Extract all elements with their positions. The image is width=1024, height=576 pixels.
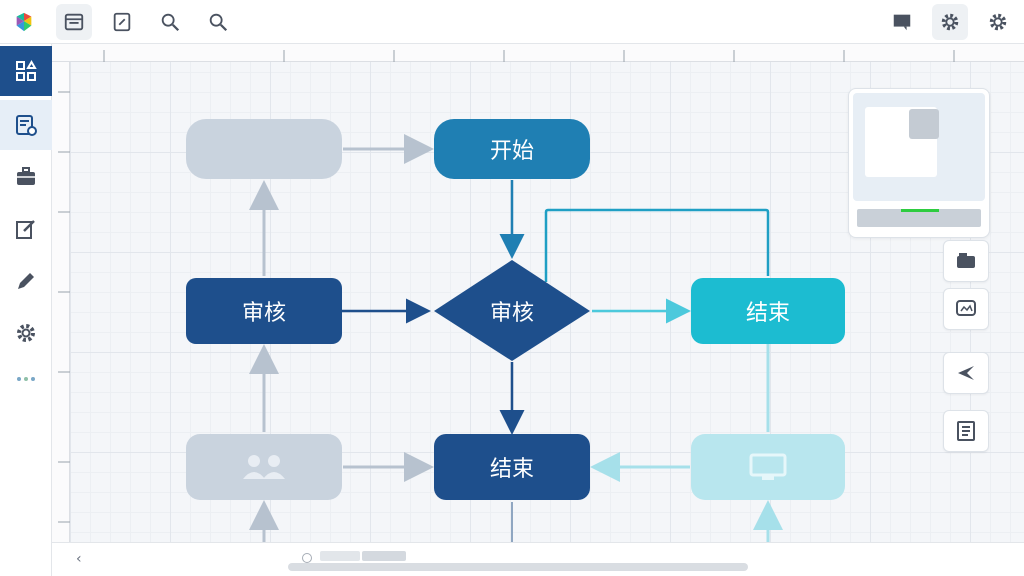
notes-button[interactable] xyxy=(943,410,989,452)
search-icon xyxy=(161,13,180,32)
top-toolbar xyxy=(0,0,1024,44)
settings-icon xyxy=(989,13,1007,31)
end-node-bottom-label: 结束 xyxy=(489,457,534,482)
sidebar-item-more[interactable] xyxy=(0,354,52,404)
minimap-scrollbar[interactable] xyxy=(857,209,981,227)
search-button-2[interactable] xyxy=(200,4,236,40)
bottom-bar: ‹ xyxy=(52,542,1024,576)
more-icon xyxy=(17,377,35,381)
sidebar-item-edit[interactable] xyxy=(0,204,52,254)
users-icon xyxy=(243,455,285,479)
settings-icon xyxy=(941,13,959,31)
search-icon xyxy=(209,13,228,32)
edit-icon xyxy=(16,220,35,239)
logo-icon xyxy=(16,12,32,32)
page-indicator[interactable] xyxy=(302,553,312,563)
edit-button[interactable] xyxy=(104,4,140,40)
document-icon xyxy=(64,13,84,31)
connector-loop xyxy=(544,208,770,282)
faded-monitor-node[interactable] xyxy=(691,434,845,500)
decision-node[interactable]: 审核 xyxy=(452,290,572,332)
edit-icon xyxy=(113,12,131,32)
sidebar-item-shapes[interactable] xyxy=(0,46,52,96)
navigate-icon xyxy=(958,366,974,380)
sidebar-item-assets[interactable] xyxy=(0,152,52,202)
app-logo[interactable] xyxy=(6,4,42,40)
notes-icon xyxy=(957,421,975,441)
minimap-viewport-indicator xyxy=(901,209,939,212)
sidebar-item-page[interactable] xyxy=(0,100,52,150)
search-button[interactable] xyxy=(152,4,188,40)
horizontal-scrollbar[interactable] xyxy=(288,563,748,571)
navigate-button[interactable] xyxy=(943,352,989,394)
page-settings-icon xyxy=(16,115,37,136)
layers-button[interactable] xyxy=(943,240,989,282)
settings-icon xyxy=(17,324,35,342)
vertical-ruler xyxy=(52,62,70,542)
page-tab[interactable] xyxy=(320,551,360,561)
layers-icon xyxy=(957,253,975,268)
decision-node-label: 审核 xyxy=(489,301,534,326)
settings-button[interactable] xyxy=(932,4,968,40)
pen-icon xyxy=(18,273,34,289)
review-node[interactable]: 审核 xyxy=(186,278,342,344)
document-button[interactable] xyxy=(56,4,92,40)
end-node-right[interactable]: 结束 xyxy=(691,278,845,344)
scroll-left-arrow[interactable]: ‹ xyxy=(76,551,82,567)
comment-icon xyxy=(893,14,911,31)
minimap-panel[interactable] xyxy=(848,88,990,238)
settings-button-2[interactable] xyxy=(980,4,1016,40)
chat-image-icon xyxy=(956,300,976,316)
sidebar-item-settings[interactable] xyxy=(0,308,52,358)
start-node-label: 开始 xyxy=(489,139,534,164)
shapes-icon xyxy=(16,60,37,81)
comment-button[interactable] xyxy=(884,4,920,40)
monitor-icon xyxy=(749,453,787,480)
horizontal-ruler xyxy=(52,44,1024,62)
sidebar-item-draw[interactable] xyxy=(0,256,52,306)
faded-process-node[interactable] xyxy=(186,119,342,179)
briefcase-icon xyxy=(17,167,35,185)
decision-shape xyxy=(434,260,590,361)
end-node-right-label: 结束 xyxy=(745,301,790,326)
faded-users-node[interactable] xyxy=(186,434,342,500)
start-node[interactable]: 开始 xyxy=(434,119,590,179)
end-node-bottom[interactable]: 结束 xyxy=(434,434,590,500)
page-tab[interactable] xyxy=(362,551,406,561)
minimap-preview xyxy=(853,93,985,201)
left-sidebar xyxy=(0,44,52,576)
chat-image-button[interactable] xyxy=(943,288,989,330)
review-node-label: 审核 xyxy=(241,301,286,326)
